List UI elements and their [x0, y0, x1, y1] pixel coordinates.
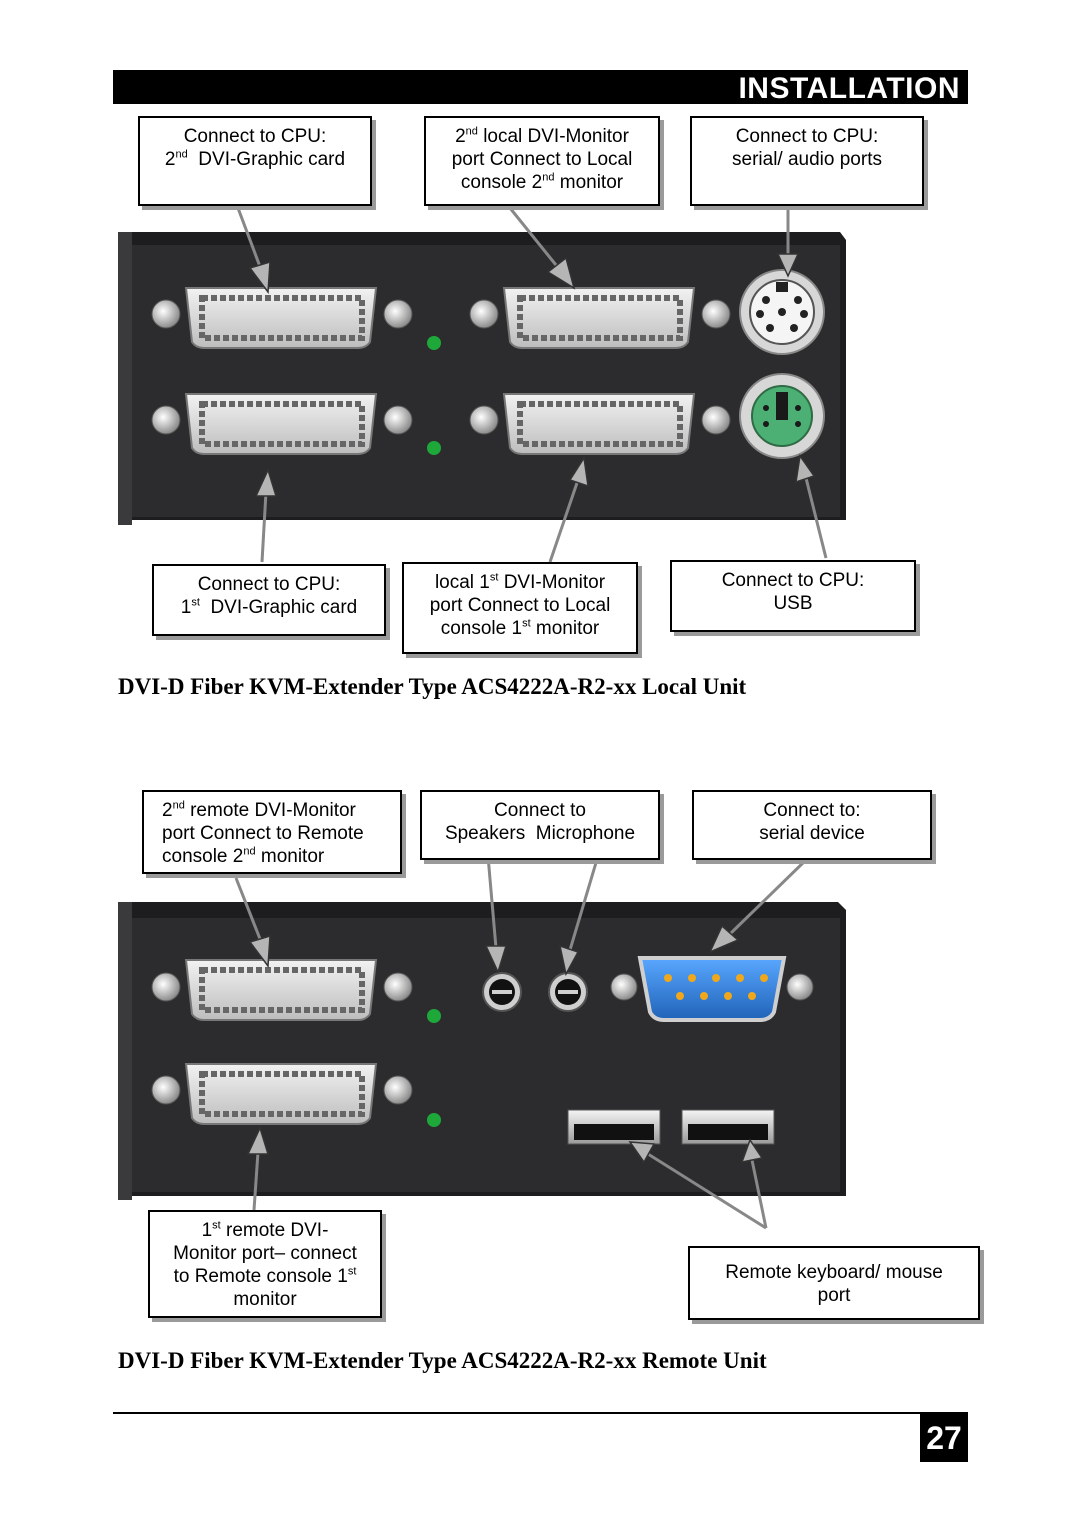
ordinal-suffix: nd	[172, 799, 185, 812]
callout-text: console 2nd monitor	[426, 171, 658, 194]
callout-line: local DVI-Monitor	[483, 126, 629, 147]
callout-text: Speakers Microphone	[444, 823, 636, 844]
callout-line: DVI-Graphic card	[210, 597, 358, 618]
ordinal: 1	[180, 597, 192, 618]
page-number: 27	[920, 1414, 968, 1462]
footer-rule	[113, 1412, 968, 1414]
callout-text: port Connect to Local	[429, 595, 611, 616]
callout-text: 2nd DVI-Graphic card	[140, 148, 370, 171]
callout-remote-serial: Connect to: serial device	[692, 790, 932, 860]
callout-line: remote DVI-Monitor	[190, 800, 356, 821]
ordinal-suffix: st	[489, 571, 499, 584]
callout-line: monitor	[260, 846, 325, 867]
dvi-port-local-monitor-1	[469, 393, 731, 455]
callout-text: serial/ audio ports	[732, 149, 882, 170]
ordinal-suffix: nd	[243, 845, 256, 858]
callout-local-cpu-dvi-1: Connect to CPU: 1st DVI-Graphic card	[152, 564, 386, 636]
speaker-jack	[482, 972, 522, 1012]
callout-text: Connect to CPU:	[735, 126, 879, 147]
callout-text: USB	[773, 593, 813, 614]
callout-text: 1st remote DVI-	[150, 1219, 380, 1242]
callout-text: Monitor port– connect	[173, 1243, 357, 1264]
callout-text: to Remote console 1st	[150, 1265, 380, 1288]
callout-text: 2nd local DVI-Monitor	[426, 125, 658, 148]
header-bar: INSTALLATION	[113, 70, 968, 105]
usb-ps2-port	[739, 373, 825, 459]
callout-line: console 2	[460, 172, 543, 193]
callout-local-monitor-1: local 1st DVI-Monitor port Connect to Lo…	[402, 562, 638, 654]
ordinal-suffix: nd	[175, 148, 188, 161]
callout-text: Connect to:	[763, 800, 861, 821]
callout-local-cpu-dvi-2: Connect to CPU: 2nd DVI-Graphic card	[138, 116, 372, 206]
callout-text: port Connect to Local	[451, 149, 633, 170]
callout-local-cpu-usb: Connect to CPU: USB	[670, 560, 916, 632]
mini-din-port	[739, 269, 825, 355]
ordinal: 2	[164, 149, 176, 170]
local-pointer-arrows	[236, 207, 828, 563]
callout-line: console 1	[440, 618, 523, 639]
ordinal-suffix: st	[347, 1265, 357, 1278]
status-led-remote-1	[427, 1009, 441, 1023]
remote-unit-panel	[118, 902, 846, 1200]
ordinal-suffix: st	[212, 1219, 221, 1232]
callout-local-cpu-serial: Connect to CPU: serial/ audio ports	[690, 116, 924, 206]
callout-text: port	[817, 1285, 851, 1306]
callout-line: console 2	[162, 846, 244, 867]
local-unit-caption: DVI-D Fiber KVM-Extender Type ACS4222A-R…	[118, 674, 747, 699]
callout-line: to Remote console 1	[173, 1266, 348, 1287]
callout-text: 2nd remote DVI-Monitor	[162, 799, 400, 822]
ordinal-suffix: st	[522, 617, 531, 630]
status-led-remote-2	[427, 1113, 441, 1127]
callout-text: Connect to CPU:	[183, 126, 327, 147]
callout-remote-monitor-2: 2nd remote DVI-Monitor port Connect to R…	[142, 790, 402, 874]
callout-line: local 1	[434, 572, 490, 593]
callout-local-monitor-2: 2nd local DVI-Monitor port Connect to Lo…	[424, 116, 660, 206]
callout-text: Connect to CPU:	[197, 574, 341, 595]
callout-text: port Connect to Remote	[162, 823, 364, 844]
callout-line: monitor	[559, 172, 624, 193]
callout-text: console 1st monitor	[404, 617, 636, 640]
dvi-port-local-cpu-1	[151, 393, 413, 455]
callout-line: DVI-Monitor	[503, 572, 606, 593]
status-led-1	[427, 336, 441, 350]
callout-line: remote DVI-	[226, 1220, 329, 1241]
ordinal: 2	[162, 800, 173, 821]
callout-text: serial device	[759, 823, 865, 844]
ordinal-suffix: nd	[465, 125, 478, 138]
callout-text: console 2nd monitor	[162, 845, 400, 868]
callout-text: local 1st DVI-Monitor	[404, 571, 636, 594]
ordinal: 2	[455, 126, 466, 147]
remote-unit-caption: DVI-D Fiber KVM-Extender Type ACS4222A-R…	[118, 1348, 767, 1373]
callout-text: Remote keyboard/ mouse	[725, 1262, 943, 1283]
callout-text: Connect to CPU:	[721, 570, 865, 591]
dvi-port-remote-monitor-1	[151, 1063, 413, 1125]
callout-remote-monitor-1: 1st remote DVI- Monitor port– connect to…	[148, 1210, 382, 1318]
serial-db9-port	[610, 956, 814, 1022]
callout-text: Connect to	[494, 800, 586, 821]
callout-line: monitor	[535, 618, 600, 639]
usb-port-1	[567, 1109, 661, 1145]
remote-pointer-arrows	[234, 855, 810, 1230]
callout-text: monitor	[233, 1289, 297, 1310]
section-title: INSTALLATION	[738, 72, 960, 105]
status-led-2	[427, 441, 441, 455]
usb-port-2	[681, 1109, 775, 1145]
dvi-port-local-cpu-2	[151, 287, 413, 349]
callout-line: DVI-Graphic card	[198, 149, 346, 170]
ordinal: 1	[201, 1220, 213, 1241]
callout-remote-audio: Connect to Speakers Microphone	[420, 790, 660, 860]
callout-remote-usb: Remote keyboard/ mouse port	[688, 1246, 980, 1320]
ordinal-suffix: nd	[542, 171, 555, 184]
dvi-port-remote-monitor-2	[151, 959, 413, 1021]
callout-text: 1st DVI-Graphic card	[154, 596, 384, 619]
ordinal-suffix: st	[191, 596, 200, 609]
microphone-jack	[548, 972, 588, 1012]
dvi-port-local-monitor-2	[469, 287, 731, 349]
local-unit-panel	[118, 232, 846, 525]
